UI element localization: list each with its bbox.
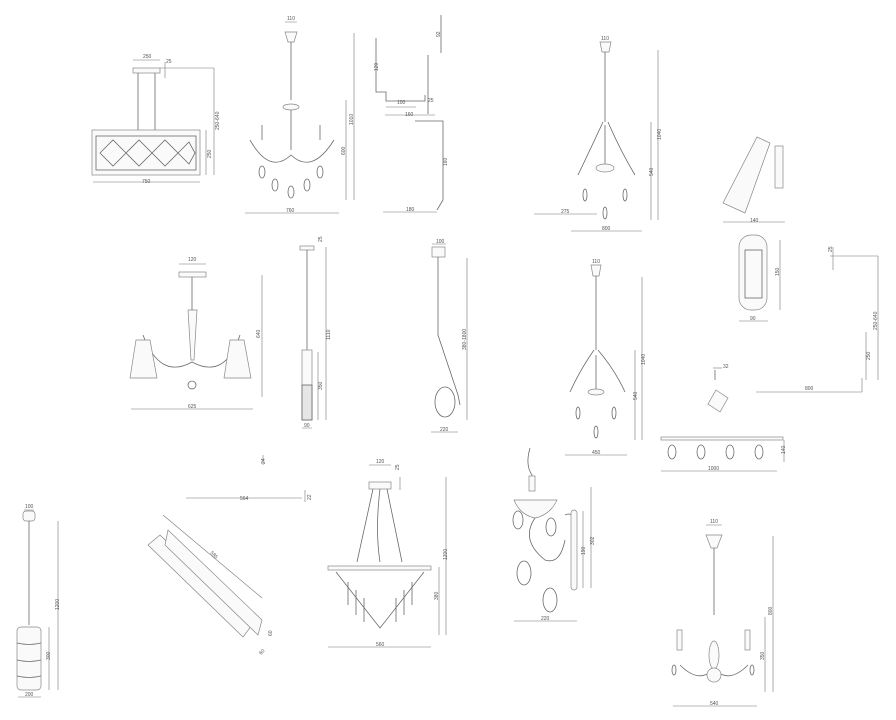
dim-label: 1040 [657,129,663,140]
dim-label: 140 [750,218,759,224]
dim-label: 25 [166,59,172,65]
dim-label: 1200 [443,549,449,560]
dim-label: 540 [649,167,655,176]
dim-label: 100 [436,239,445,245]
dim-label: 220 [440,427,449,433]
dim-label: 560 [376,642,385,648]
dim-label: 60 [268,630,274,636]
spot-bar-4-drawing: 140 1000 [660,436,787,472]
dim-label: 25 [828,246,834,252]
dim-label: 250 [143,54,152,60]
chandelier-shades-drawing: 120 640 625 [129,257,263,410]
dim-label: 200 [25,692,34,698]
dim-label: 300 [46,651,52,660]
dim-label: 110 [287,16,295,22]
dim-label: 90 [750,316,756,322]
dim-label: 1010 [349,114,355,125]
dim-label: 140 [781,445,787,454]
dim-label: 25 [318,236,324,242]
dim-label: 585 [209,550,219,560]
dim-label: 160 [405,112,414,118]
dim-label: 250 [207,149,213,158]
dim-label: 250-640 [873,311,879,330]
pendant-globe-drawing: 100 380-1800 220 [431,239,468,433]
dim-label: 1040 [641,354,647,365]
dim-label: 450 [592,450,601,456]
crystal-chandelier-small-drawing: 110 1040 540 450 [565,259,647,456]
dim-label: 160 [443,157,449,166]
pendant-cylinder-drawing: 25 1110 350 90 [299,236,332,429]
dim-label: 800 [602,226,611,232]
dim-label: 250 [866,351,872,360]
dim-label: 120 [376,459,385,465]
dim-label: 1000 [708,466,719,472]
crystal-chandelier-6-arm-drawing: 110 1040 540 275 800 [534,36,663,232]
dim-label: 100 [25,504,34,510]
dim-label: 600 [341,146,347,155]
dim-label: 625 [188,404,197,410]
mini-spot-drawing: 32 [707,364,729,413]
dim-label: 380 [434,591,440,600]
dim-label: 24 [261,458,267,464]
dim-label: 380-1800 [462,329,468,350]
dim-label: 220 [541,616,550,622]
crystal-chandelier-5-arm-drawing: 110 1010 600 760 [245,16,355,214]
dim-label: 100 [397,100,406,106]
dim-label: 60 [258,648,266,656]
dim-label: 1200 [55,599,61,610]
wall-spot-drawing: 140 [722,136,785,224]
dim-label: 25 [395,464,401,470]
dim-label: 250-640 [215,111,221,130]
dim-label: 350 [760,651,766,660]
dim-label: 110 [601,36,609,42]
dim-label: 180 [406,207,415,213]
dim-label: 540 [710,701,719,707]
dim-label: 120 [374,62,380,71]
dim-label: 302 [590,536,596,545]
tube-wall-light-drawing: 24 564 22 585 60 60 [147,455,313,656]
dim-label: 25 [428,98,434,104]
dim-label: 800 [805,386,814,392]
dim-label: 540 [633,391,639,400]
dim-label: 275 [561,209,570,215]
dim-label: 90 [304,423,310,429]
wall-sconce-crystal-drawing: 302 190 220 [512,447,596,622]
spot-cylinder-drawing: 150 90 [738,234,781,322]
dim-label: 110 [592,259,600,265]
dim-label: 32 [723,364,729,370]
profile-section-drawing: 92 120 100 25 160 160 180 [374,15,449,213]
dim-label: 750 [142,179,151,185]
chandelier-3-arm-drawing: 110 800 350 540 [671,519,774,707]
dim-label: 564 [240,496,249,502]
dim-label: 190 [581,546,587,555]
dim-label: 800 [768,606,774,615]
dim-label: 350 [318,381,324,390]
dim-label: 120 [188,257,197,263]
track-profile-drawing: 25 250-640 250 800 [756,246,879,393]
dim-label: 640 [256,329,262,338]
dim-label: 22 [307,494,313,500]
pendant-striped-drawing: 100 1200 300 200 [16,504,61,698]
rectangular-chandelier-drawing: 250 25 250-640 250 750 [91,54,221,185]
dim-label: 92 [436,31,442,37]
dim-label: 150 [775,267,781,276]
dim-label: 110 [710,519,718,525]
crystal-fringe-chandelier-drawing: 120 25 1200 380 560 [327,459,449,648]
dim-label: 760 [286,208,295,214]
dim-label: 1110 [326,329,332,340]
